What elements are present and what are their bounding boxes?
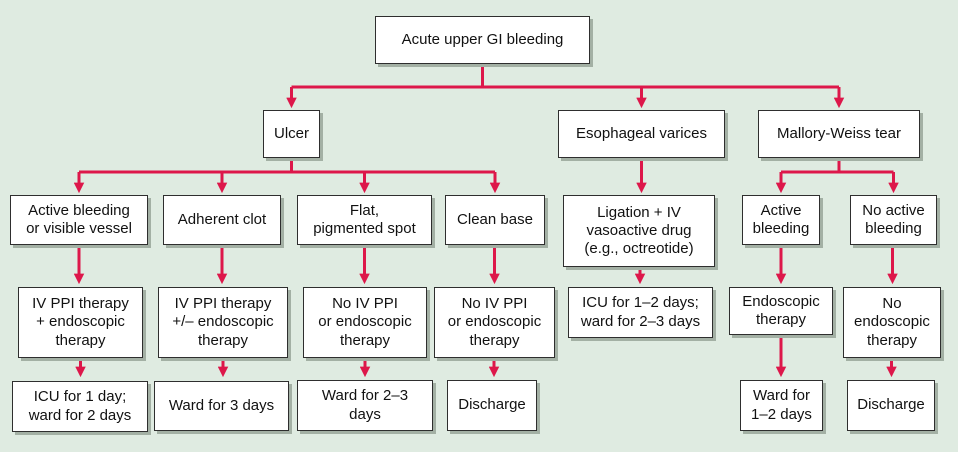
node-discharge-ulcer: Discharge [447, 380, 537, 431]
node-label: Ward for 2–3 days [321, 387, 409, 423]
node-label: No active bleeding [862, 201, 925, 237]
node-label: Discharge [458, 396, 526, 414]
node-active-bleeding-or-visible-vessel: Active bleeding or visible vessel [10, 195, 148, 245]
node-flat-pigmented-spot: Flat, pigmented spot [297, 195, 432, 245]
node-iv-ppi-plus-minus-endoscopic-therapy: IV PPI therapy +/– endoscopic therapy [158, 287, 288, 358]
node-no-endoscopic-therapy: No endoscopic therapy [843, 287, 941, 358]
node-discharge-mallory-weiss: Discharge [847, 380, 935, 431]
node-label: ICU for 1 day; ward for 2 days [28, 388, 132, 424]
node-icu-1-day-ward-2-days: ICU for 1 day; ward for 2 days [12, 381, 148, 432]
node-label: Esophageal varices [576, 124, 707, 142]
node-label: Active bleeding [752, 201, 810, 237]
node-clean-base: Clean base [445, 195, 545, 245]
node-label: Adherent clot [177, 210, 267, 228]
node-ulcer: Ulcer [263, 110, 320, 158]
node-label: No IV PPI or endoscopic therapy [318, 295, 412, 349]
node-label: No IV PPI or endoscopic therapy [447, 295, 542, 349]
node-ward-2-3-days: Ward for 2–3 days [297, 380, 433, 431]
node-label: IV PPI therapy + endoscopic therapy [32, 295, 129, 349]
node-icu-1-2-days-ward-2-3-days: ICU for 1–2 days; ward for 2–3 days [568, 287, 713, 338]
node-ward-3-days: Ward for 3 days [154, 381, 289, 431]
node-label: Acute upper GI bleeding [401, 30, 564, 48]
node-ward-1-2-days: Ward for 1–2 days [740, 380, 823, 431]
node-label: ICU for 1–2 days; ward for 2–3 days [580, 294, 701, 330]
node-label: Ulcer [273, 124, 309, 142]
node-iv-ppi-plus-endoscopic-therapy: IV PPI therapy + endoscopic therapy [18, 287, 143, 358]
node-label: Ligation + IV vasoactive drug (e.g., oct… [584, 203, 694, 258]
node-label: Discharge [857, 396, 925, 414]
node-label: Flat, pigmented spot [313, 201, 416, 237]
node-label: No endoscopic therapy [854, 295, 930, 349]
node-label: Endoscopic therapy [742, 292, 820, 328]
node-adherent-clot: Adherent clot [163, 195, 281, 245]
node-label: Ward for 3 days [168, 396, 275, 414]
node-label: Active bleeding or visible vessel [26, 201, 132, 237]
node-mw-no-active-bleeding: No active bleeding [850, 195, 937, 245]
node-no-iv-ppi-clean-base: No IV PPI or endoscopic therapy [434, 287, 555, 358]
node-mallory-weiss-tear: Mallory-Weiss tear [758, 110, 920, 158]
node-label: Clean base [457, 210, 533, 228]
node-label: Ward for 1–2 days [751, 387, 812, 423]
node-label: IV PPI therapy +/– endoscopic therapy [172, 295, 274, 349]
node-ligation-iv-vasoactive-drug: Ligation + IV vasoactive drug (e.g., oct… [563, 195, 715, 267]
node-mw-active-bleeding: Active bleeding [742, 195, 820, 245]
node-endoscopic-therapy: Endoscopic therapy [729, 287, 833, 335]
node-label: Mallory-Weiss tear [777, 124, 901, 142]
node-esophageal-varices: Esophageal varices [558, 110, 725, 158]
node-no-iv-ppi-flat-spot: No IV PPI or endoscopic therapy [303, 287, 427, 358]
node-acute-upper-gi-bleeding: Acute upper GI bleeding [375, 16, 590, 64]
